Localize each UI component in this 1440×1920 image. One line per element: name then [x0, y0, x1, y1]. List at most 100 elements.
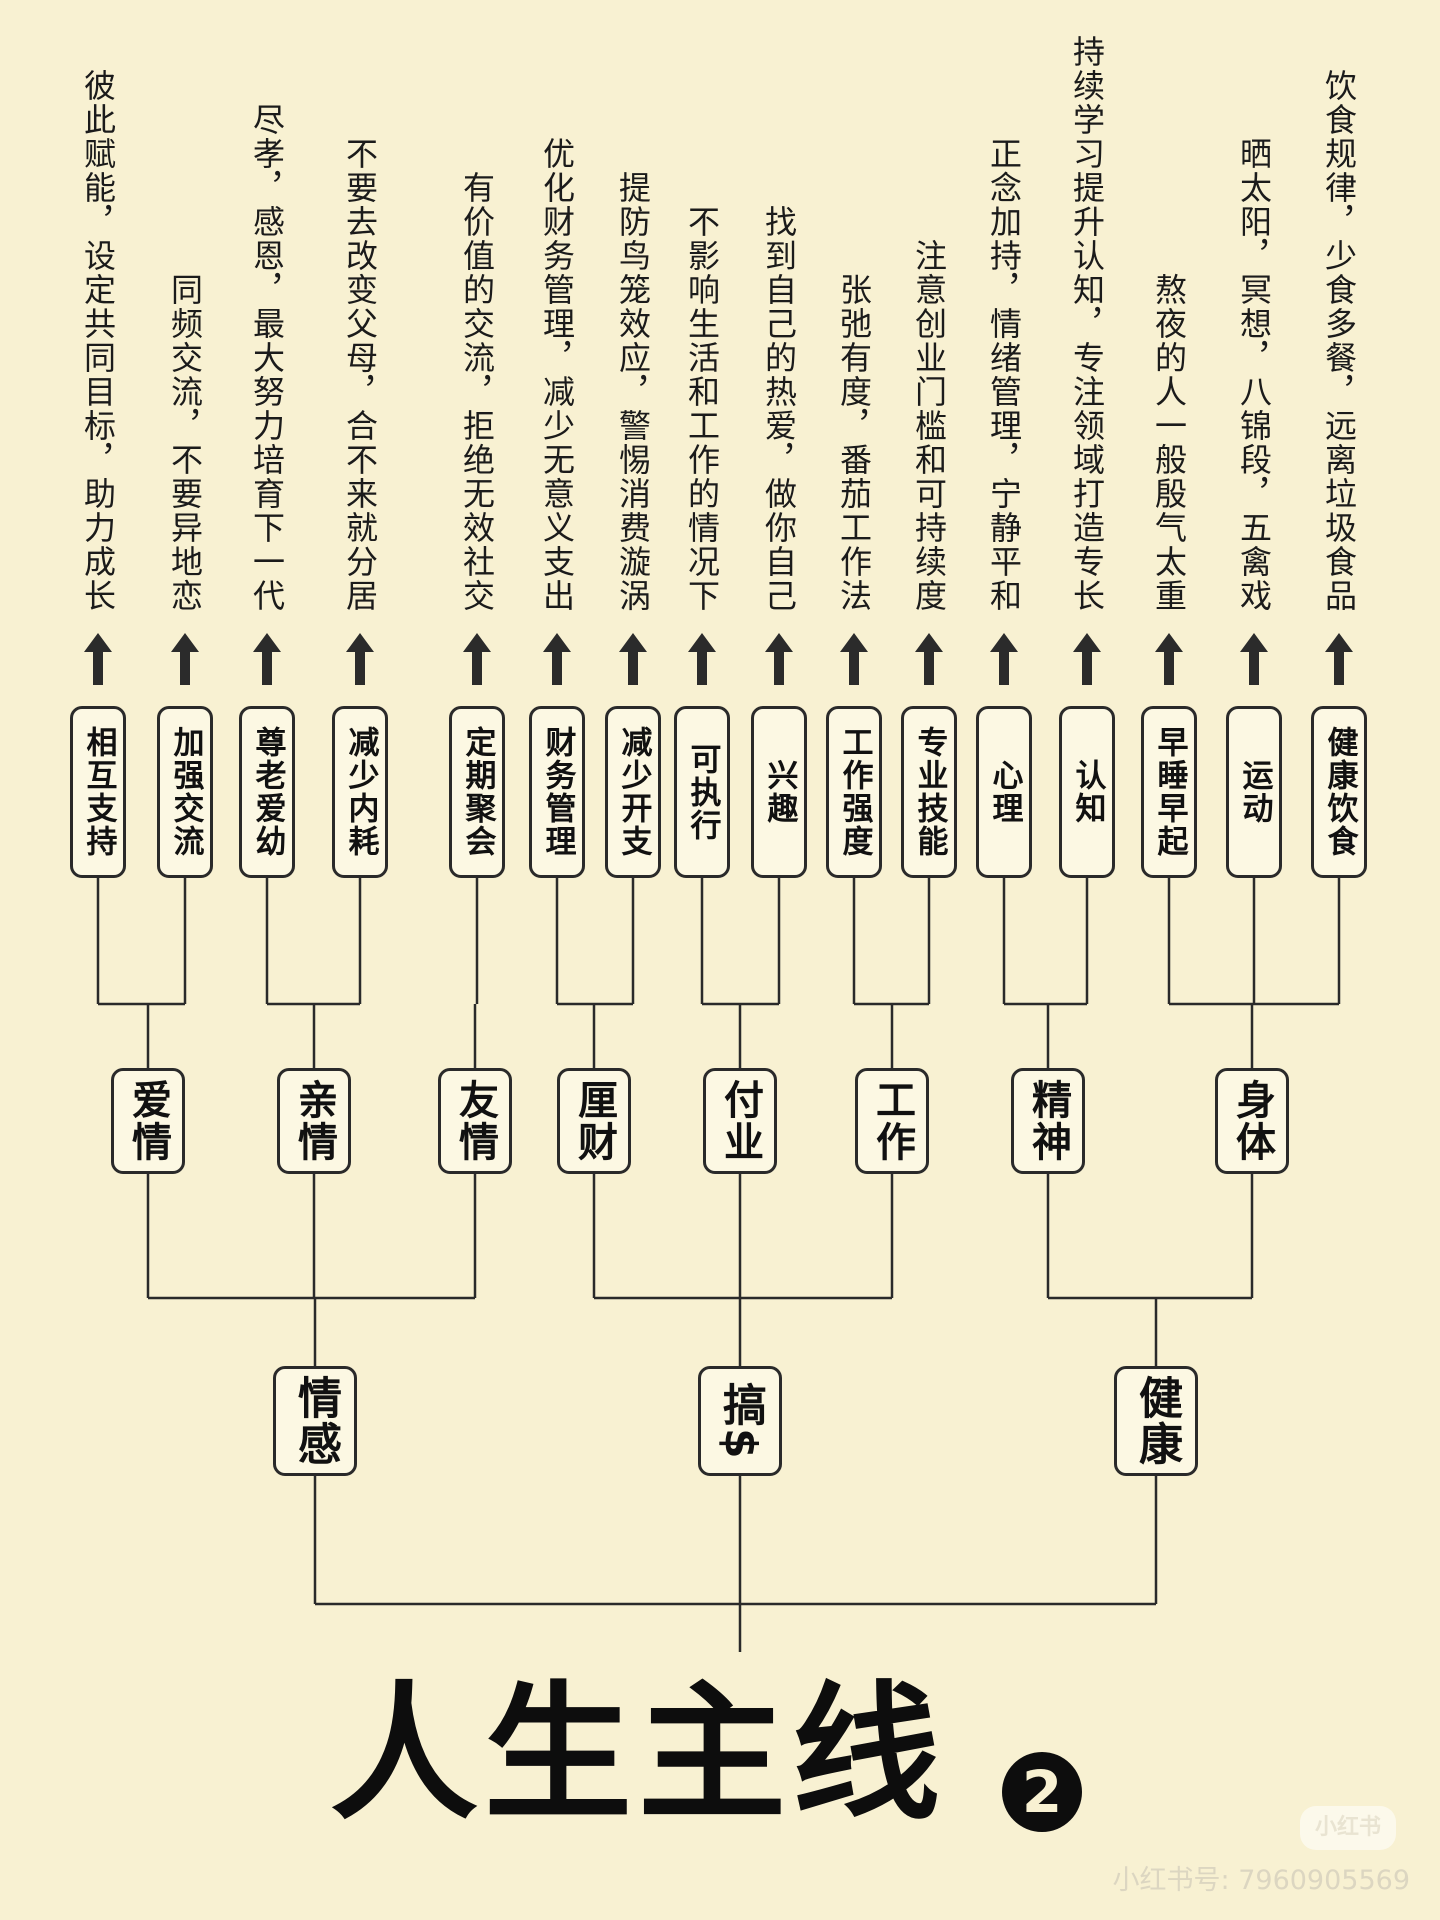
leaf-note: 注意创业门槛和可持续度: [907, 48, 951, 613]
branch-box-2-label: 亲情: [291, 1079, 337, 1163]
category-box-14-label: 早睡早起: [1151, 726, 1188, 858]
branch-box-5: 付业: [703, 1068, 777, 1174]
leaf-note-text: 优化财务管理，减少无意义支出: [538, 137, 576, 613]
leaf-note-text: 不影响生活和工作的情况下: [683, 205, 721, 613]
leaf-note-text: 晒太阳，冥想，八锦段，五禽戏: [1235, 137, 1273, 613]
branch-box-7-label: 精神: [1025, 1079, 1071, 1163]
leaf-note: 彼此赋能，设定共同目标，助力成长: [76, 48, 120, 613]
category-box-11: 专业技能: [901, 706, 957, 878]
branch-box-8: 身体: [1215, 1068, 1289, 1174]
category-box-6: 财务管理: [529, 706, 585, 878]
branch-box-5-label: 付业: [717, 1079, 763, 1163]
leaf-note: 找到自己的热爱，做你自己: [757, 48, 801, 613]
category-box-10-label: 工作强度: [836, 726, 873, 858]
category-box-12-label: 心理: [986, 759, 1023, 825]
pillar-box-2: 搞$: [698, 1366, 782, 1476]
category-box-13-label: 认知: [1069, 759, 1106, 825]
up-arrow-icon: [1325, 633, 1353, 685]
category-box-16: 健康饮食: [1311, 706, 1367, 878]
branch-box-1-label: 爱情: [125, 1079, 171, 1163]
main-title: 人生主线: [330, 1668, 946, 1840]
up-arrow-icon: [1073, 633, 1101, 685]
pillar-box-2-label: 搞$: [715, 1381, 766, 1461]
up-arrow-icon: [543, 633, 571, 685]
leaf-note-text: 注意创业门槛和可持续度: [910, 239, 948, 613]
leaf-note: 张弛有度，番茄工作法: [832, 48, 876, 613]
category-box-4-label: 减少内耗: [342, 726, 379, 858]
category-box-9-label: 兴趣: [761, 759, 798, 825]
category-box-16-label: 健康饮食: [1321, 726, 1358, 858]
branch-box-4-label: 厘财: [571, 1079, 617, 1163]
category-box-8: 可执行: [674, 706, 730, 878]
branch-box-3: 友情: [438, 1068, 512, 1174]
category-box-7-label: 减少开支: [615, 726, 652, 858]
branch-box-2: 亲情: [277, 1068, 351, 1174]
leaf-note: 提防鸟笼效应，警惕消费漩涡: [611, 48, 655, 613]
category-box-3: 尊老爱幼: [239, 706, 295, 878]
up-arrow-icon: [840, 633, 868, 685]
category-box-14: 早睡早起: [1141, 706, 1197, 878]
up-arrow-icon: [463, 633, 491, 685]
branch-box-4: 厘财: [557, 1068, 631, 1174]
leaf-note-text: 熬夜的人一般殷气太重: [1150, 273, 1188, 613]
category-box-2: 加强交流: [157, 706, 213, 878]
up-arrow-icon: [990, 633, 1018, 685]
category-box-7: 减少开支: [605, 706, 661, 878]
up-arrow-icon: [1155, 633, 1183, 685]
category-box-1: 相互支持: [70, 706, 126, 878]
category-box-9: 兴趣: [751, 706, 807, 878]
category-box-8-label: 可执行: [684, 742, 721, 842]
category-box-12: 心理: [976, 706, 1032, 878]
leaf-note: 不影响生活和工作的情况下: [680, 48, 724, 613]
watermark-id-text: 小红书号: 7960905569: [1112, 1865, 1410, 1896]
up-arrow-icon: [1240, 633, 1268, 685]
category-box-3-label: 尊老爱幼: [249, 726, 286, 858]
up-arrow-icon: [346, 633, 374, 685]
branch-box-6-label: 工作: [869, 1079, 915, 1163]
up-arrow-icon: [84, 633, 112, 685]
branch-box-3-label: 友情: [452, 1079, 498, 1163]
category-box-15-label: 运动: [1236, 759, 1273, 825]
leaf-note: 晒太阳，冥想，八锦段，五禽戏: [1232, 48, 1276, 613]
pillar-box-1-label: 情感: [290, 1375, 341, 1467]
branch-box-1: 爱情: [111, 1068, 185, 1174]
up-arrow-icon: [915, 633, 943, 685]
category-box-5: 定期聚会: [449, 706, 505, 878]
category-box-13: 认知: [1059, 706, 1115, 878]
leaf-note-text: 有价值的交流，拒绝无效社交: [458, 171, 496, 613]
category-box-5-label: 定期聚会: [459, 726, 496, 858]
leaf-note: 持续学习提升认知，专注领域打造专长: [1065, 35, 1109, 613]
branch-box-6: 工作: [855, 1068, 929, 1174]
category-box-6-label: 财务管理: [539, 726, 576, 858]
pillar-box-3-label: 健康: [1131, 1375, 1182, 1467]
leaf-note: 熬夜的人一般殷气太重: [1147, 48, 1191, 613]
pillar-box-3: 健康: [1114, 1366, 1198, 1476]
category-box-4: 减少内耗: [332, 706, 388, 878]
up-arrow-icon: [688, 633, 716, 685]
up-arrow-icon: [765, 633, 793, 685]
branch-box-8-label: 身体: [1229, 1079, 1275, 1163]
category-box-15: 运动: [1226, 706, 1282, 878]
pillar-box-1: 情感: [273, 1366, 357, 1476]
leaf-note-text: 彼此赋能，设定共同目标，助力成长: [79, 69, 117, 613]
leaf-note-text: 张弛有度，番茄工作法: [835, 273, 873, 613]
leaf-note-text: 提防鸟笼效应，警惕消费漩涡: [614, 171, 652, 613]
category-box-11-label: 专业技能: [911, 726, 948, 858]
category-box-2-label: 加强交流: [167, 726, 204, 858]
category-box-1-label: 相互支持: [80, 726, 117, 858]
leaf-note: 优化财务管理，减少无意义支出: [535, 48, 579, 613]
leaf-note-text: 持续学习提升认知，专注领域打造专长: [1068, 35, 1106, 613]
leaf-note: 有价值的交流，拒绝无效社交: [455, 48, 499, 613]
leaf-note: 饮食规律，少食多餐，远离垃圾食品: [1317, 48, 1361, 613]
watermark-logo: 小红书: [1300, 1806, 1396, 1850]
leaf-note-text: 饮食规律，少食多餐，远离垃圾食品: [1320, 69, 1358, 613]
branch-box-7: 精神: [1011, 1068, 1085, 1174]
leaf-note: 同频交流，不要异地恋: [163, 48, 207, 613]
up-arrow-icon: [171, 633, 199, 685]
leaf-note-text: 同频交流，不要异地恋: [166, 273, 204, 613]
leaf-note: 尽孝，感恩，最大努力培育下一代: [245, 48, 289, 613]
title-number-badge: 2: [1002, 1752, 1082, 1832]
category-box-10: 工作强度: [826, 706, 882, 878]
